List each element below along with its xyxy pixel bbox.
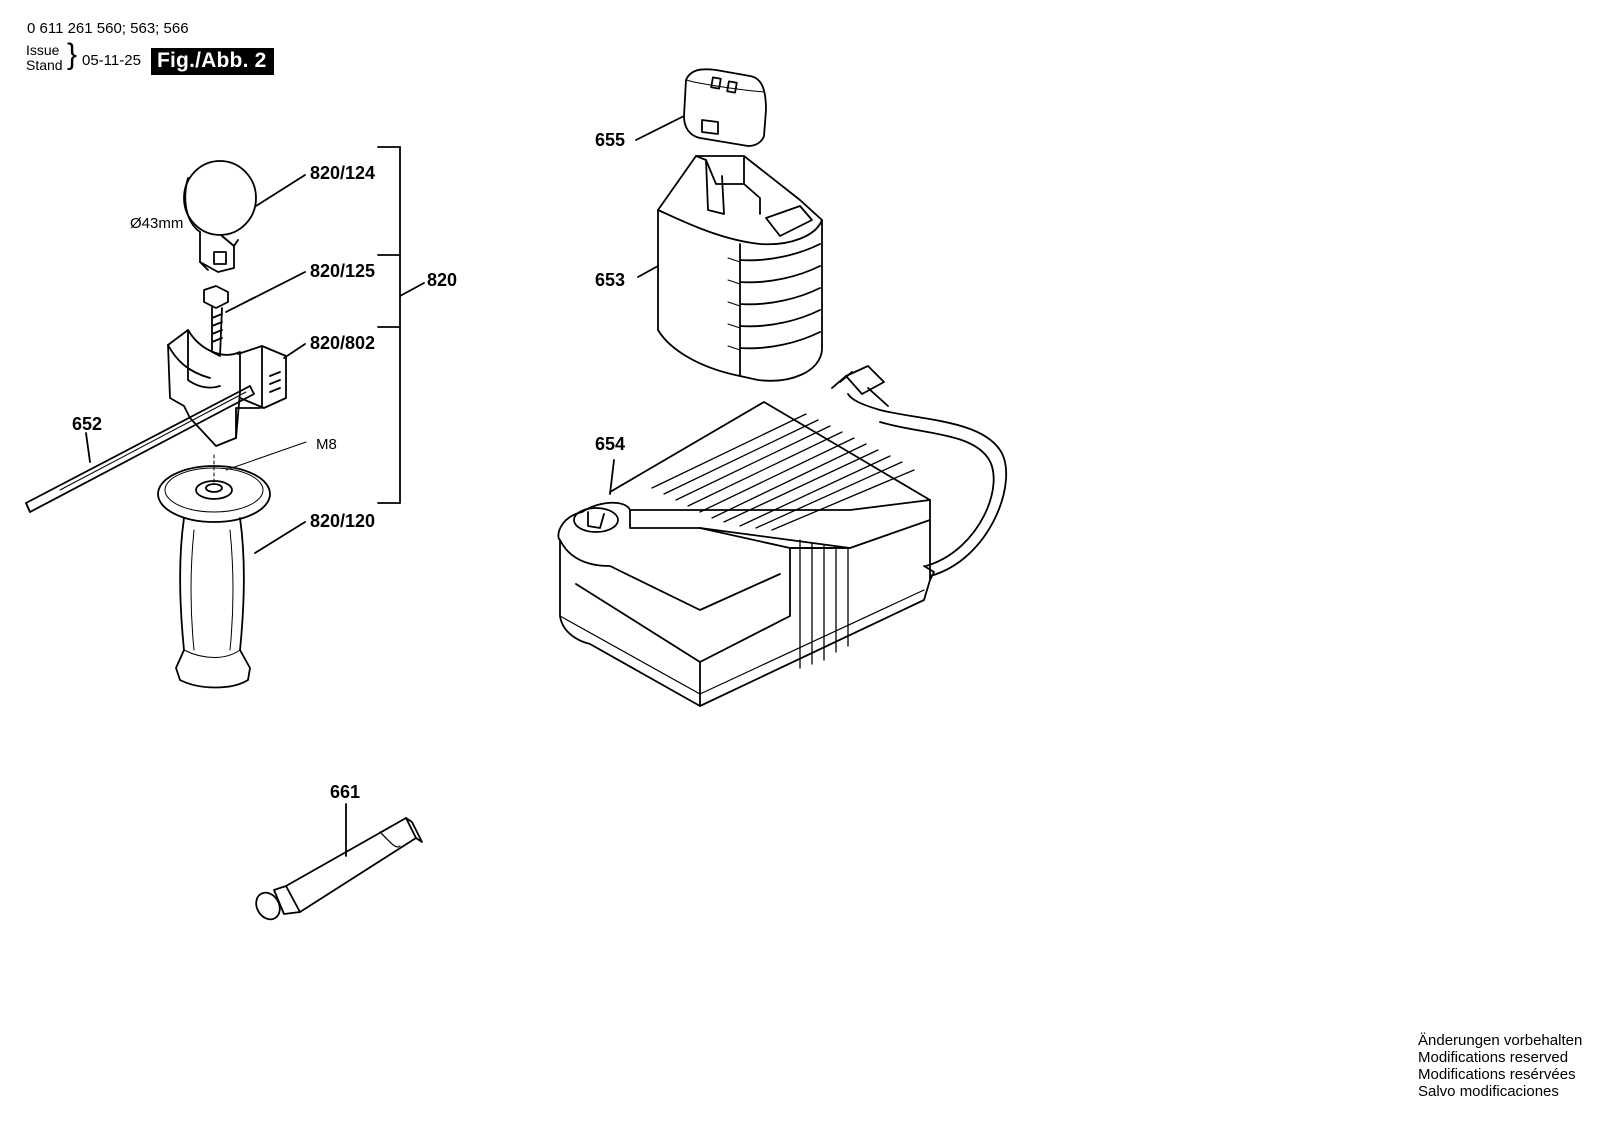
- issue-date: 05-11-25: [82, 52, 141, 69]
- label-820-120: 820/120: [310, 511, 375, 531]
- figure-badge: Fig./Abb. 2: [151, 48, 274, 75]
- bolt-part: [203, 285, 229, 357]
- left-leader-lines: [85, 146, 425, 554]
- label-652: 652: [72, 414, 102, 434]
- label-diameter-43mm: Ø43mm: [130, 215, 183, 232]
- footer-line-en: Modifications reserved: [1418, 1049, 1569, 1066]
- footer-line-es: Salvo modificaciones: [1418, 1083, 1559, 1100]
- grease-tube-part: [255, 803, 423, 921]
- brace-symbol: }: [67, 38, 78, 71]
- side-handle-part: [157, 454, 271, 689]
- label-655: 655: [595, 130, 625, 150]
- footer-line-de: Änderungen vorbehalten: [1418, 1032, 1583, 1049]
- label-820-124: 820/124: [310, 163, 375, 183]
- charger-part: [557, 365, 1008, 707]
- depth-rod-part: [25, 385, 255, 513]
- modifications-note: Änderungen vorbehalten Modifications res…: [1418, 1032, 1582, 1100]
- issue-label: Issue: [26, 42, 60, 58]
- clamp-ring-part: [183, 160, 257, 273]
- part-numbers: 0 611 261 560; 563; 566: [27, 20, 189, 37]
- issue-stand-labels: Issue Stand: [26, 43, 63, 73]
- label-653: 653: [595, 270, 625, 290]
- label-820-802: 820/802: [310, 333, 375, 353]
- label-m8: M8: [316, 436, 337, 453]
- stand-label: Stand: [26, 57, 63, 73]
- footer-line-fr: Modifications resérvées: [1418, 1066, 1576, 1083]
- clamp-body-part: [167, 329, 287, 447]
- label-654: 654: [595, 434, 625, 454]
- label-661: 661: [330, 782, 360, 802]
- battery-pack-part: [637, 155, 823, 382]
- label-820-125: 820/125: [310, 261, 375, 281]
- label-820: 820: [427, 270, 457, 290]
- battery-cap-part: [635, 68, 767, 147]
